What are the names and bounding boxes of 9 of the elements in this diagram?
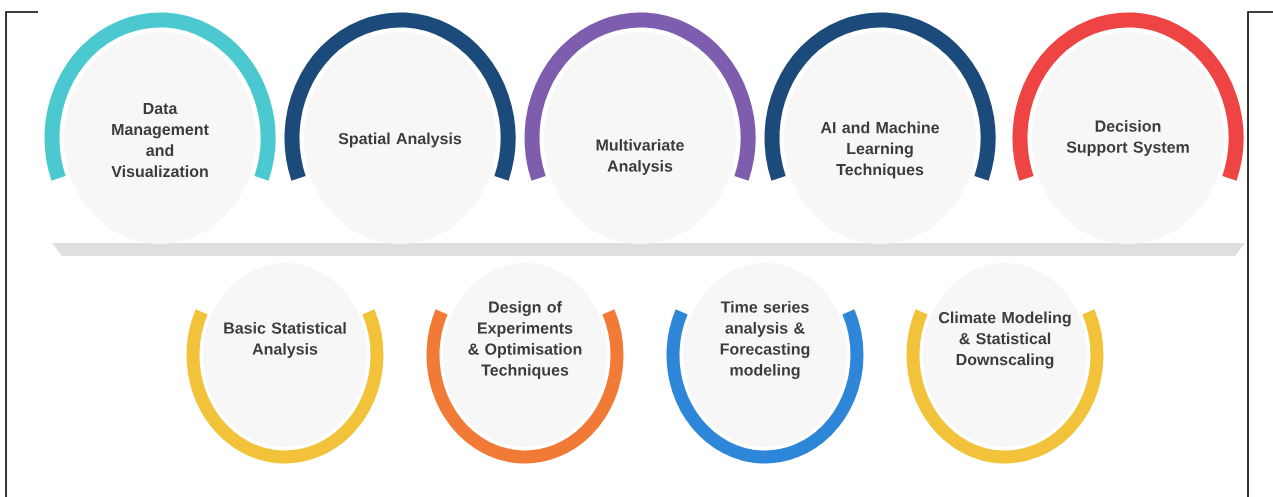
arch-box: AI and Machine Learning Techniques <box>764 12 996 244</box>
arch-box: Design of Experiments & Optimisation Techniques <box>426 263 624 464</box>
arch-box: Multivariate Analysis <box>524 12 756 244</box>
arch-box: Basic Statistical Analysis <box>186 263 384 464</box>
arch-box: Decision Support System <box>1012 12 1244 244</box>
arch-box: Climate Modeling & Statistical Downscaling <box>906 263 1104 464</box>
arch-box: Spatial Analysis <box>284 12 516 244</box>
arch-box: Time series analysis & Forecasting modeling <box>666 263 864 464</box>
arch-box: Data Management and Visualization <box>44 12 276 244</box>
